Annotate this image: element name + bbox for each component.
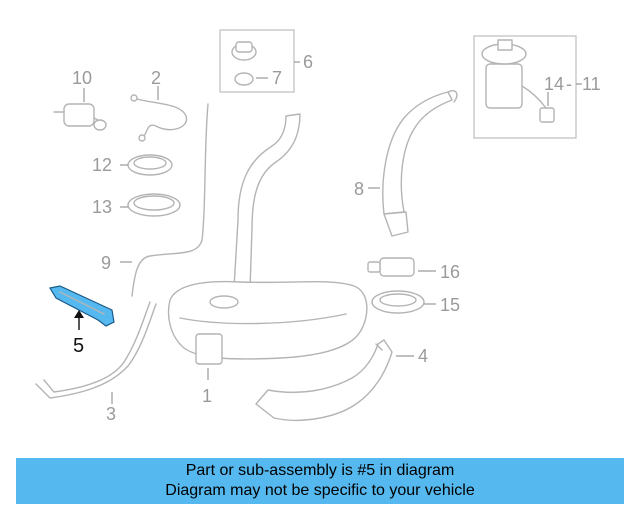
part-6-fuel-cap [219,29,300,93]
callout-5: 5 [73,335,84,357]
part-12-lock-ring [120,154,173,176]
callout-4: 4 [418,346,428,366]
callout-2: 2 [151,68,161,88]
banner-line-1: Part or sub-assembly is #5 in diagram [185,462,455,479]
callout-7: 7 [272,68,282,88]
part-13-seal [120,193,181,217]
parts-diagram: 10 2 12 13 9 5 3 [35,29,601,424]
callout-12: 12 [92,155,112,175]
info-banner: Part or sub-assembly is #5 in diagram Di… [16,458,624,504]
part-10-fuel-filter [53,88,107,131]
part-2-sensor-wire [130,86,188,142]
callout-16: 16 [440,262,460,282]
part-14-sender [539,92,555,123]
part-9-vent-tube [120,103,209,297]
part-4-heat-shield [255,339,414,421]
callout-9: 9 [101,253,111,273]
callout-10: 10 [72,68,92,88]
callout-13: 13 [92,197,112,217]
part-15-lock-ring [371,290,436,314]
part-5-strap-highlighted [49,285,115,330]
part-1-fuel-tank [167,113,368,380]
callout-dash-14-11: - [566,74,572,94]
part-7-cap-seal [234,72,268,86]
part-11-pump-module [473,35,582,139]
callout-6: 6 [303,52,313,72]
callout-1: 1 [202,386,212,406]
part-8-filler-pipe [368,90,458,237]
banner-line-2: Diagram may not be specific to your vehi… [165,482,475,499]
part-3-tank-strap [35,301,157,404]
callout-14: 14 [544,74,564,94]
callout-15: 15 [440,295,460,315]
callout-8: 8 [354,179,364,199]
callout-11: 11 [582,74,601,94]
callout-3: 3 [106,404,116,424]
part-16-valve [367,257,436,277]
